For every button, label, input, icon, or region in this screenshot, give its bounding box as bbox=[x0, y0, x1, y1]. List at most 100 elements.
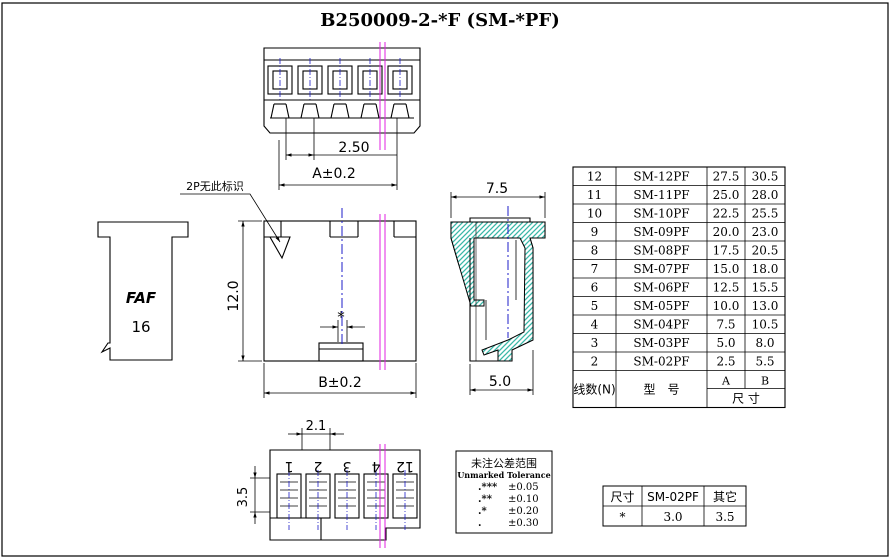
model-table-cell: 8 bbox=[591, 244, 599, 258]
model-table-cell: 5.5 bbox=[755, 355, 774, 369]
left-side-view bbox=[97, 221, 189, 361]
model-table-cell: 20.0 bbox=[713, 225, 740, 239]
model-table-cell: SM-06PF bbox=[633, 281, 689, 295]
small-table-header: SM-02PF bbox=[647, 490, 699, 504]
pin-label: 12 bbox=[396, 458, 414, 474]
pin-label: 2 bbox=[314, 458, 323, 474]
header-lines: 线数(N) bbox=[573, 382, 615, 397]
small-table-header: 其它 bbox=[713, 489, 737, 504]
brand-logo: FAF bbox=[126, 289, 157, 307]
model-table-cell: 3 bbox=[591, 336, 599, 350]
tolerance-value: ±0.05 bbox=[508, 482, 539, 493]
a-dimension-label: A±0.2 bbox=[312, 166, 356, 182]
tolerance-value: ±0.20 bbox=[508, 506, 539, 517]
model-table-cell: SM-11PF bbox=[633, 188, 689, 202]
model-table-cell: 22.5 bbox=[713, 207, 740, 221]
model-table-cell: 11 bbox=[587, 188, 602, 202]
pin-label: 1 bbox=[285, 458, 294, 474]
model-table-cell: 7.5 bbox=[716, 318, 735, 332]
model-table-cell: 30.5 bbox=[752, 170, 779, 184]
pin-label: 3 bbox=[343, 458, 352, 474]
star-label: * bbox=[337, 308, 345, 326]
tolerance-box: 未注公差范围 Unmarked Tolerance .*** ±0.05 .** ±0… bbox=[455, 450, 553, 534]
tolerance-mark: . bbox=[478, 518, 481, 529]
pitch-label: 2.50 bbox=[338, 140, 369, 156]
tolerance-mark: .** bbox=[478, 494, 493, 505]
model-table-cell: 4 bbox=[591, 318, 599, 332]
b-dimension bbox=[263, 363, 417, 398]
depth-label: 7.5 bbox=[486, 181, 508, 197]
model-table-cell: SM-10PF bbox=[633, 207, 689, 221]
tolerance-subtitle: Unmarked Tolerance bbox=[457, 470, 550, 480]
model-table-cell: 23.0 bbox=[752, 225, 779, 239]
tolerance-mark: .* bbox=[478, 506, 487, 517]
model-table-cell: 13.0 bbox=[752, 299, 779, 313]
model-table-cell: 7 bbox=[591, 262, 599, 276]
model-table-cell: 10.5 bbox=[752, 318, 779, 332]
callout-text: 2P无此标识 bbox=[186, 179, 244, 193]
small-table-header: 尺寸 bbox=[610, 490, 634, 504]
tolerance-title: 未注公差范围 bbox=[471, 456, 537, 470]
small-table-value: 3.0 bbox=[663, 510, 682, 524]
model-table-cell: SM-05PF bbox=[633, 299, 689, 313]
star-dimension bbox=[320, 320, 365, 342]
model-table-cell: 10.0 bbox=[713, 299, 740, 313]
tolerance-value: ±0.10 bbox=[508, 494, 539, 505]
model-table-cell: 18.0 bbox=[752, 262, 779, 276]
tolerance-value: ±0.30 bbox=[508, 518, 539, 529]
bottom-pitch-dimension bbox=[250, 428, 344, 524]
height-dimension bbox=[238, 220, 262, 362]
header-size: 尺 寸 bbox=[732, 392, 760, 406]
model-table-cell: 28.0 bbox=[752, 188, 779, 202]
small-table-value: * bbox=[620, 510, 626, 524]
model-table-cell: SM-08PF bbox=[633, 244, 689, 258]
model-table-cell: SM-02PF bbox=[633, 355, 689, 369]
header-model: 型 号 bbox=[643, 383, 679, 397]
model-table-cell: 25.5 bbox=[752, 207, 779, 221]
model-table-cell: 9 bbox=[591, 225, 599, 239]
header-b: B bbox=[761, 375, 769, 388]
model-table-cell: SM-09PF bbox=[633, 225, 689, 239]
model-table-cell: 15.5 bbox=[752, 281, 779, 295]
model-table-cell: SM-03PF bbox=[633, 336, 689, 350]
model-table-cell: 2 bbox=[591, 355, 599, 369]
drawing-title: B250009-2-*F (SM-*PF) bbox=[320, 10, 559, 31]
model-table-cell: 12 bbox=[587, 170, 602, 184]
depth-dimension bbox=[450, 192, 546, 395]
model-table-cell: SM-04PF bbox=[633, 318, 689, 332]
pitch-dimension bbox=[278, 118, 398, 190]
model-table-cell: 6 bbox=[591, 281, 599, 295]
model-table-cell: 17.5 bbox=[713, 244, 740, 258]
model-table-cell: 10 bbox=[587, 207, 602, 221]
model-table-cell: 15.0 bbox=[713, 262, 740, 276]
model-table-cell: 25.0 bbox=[713, 188, 740, 202]
height-label: 12.0 bbox=[226, 280, 242, 311]
header-a: A bbox=[721, 375, 731, 388]
model-table-cell: SM-07PF bbox=[633, 262, 689, 276]
front-view bbox=[263, 220, 417, 362]
size-code: 16 bbox=[131, 318, 150, 336]
model-table-cell: 20.5 bbox=[752, 244, 779, 258]
side-bottom-label: 5.0 bbox=[489, 374, 511, 390]
model-table-cell: 12.5 bbox=[713, 281, 740, 295]
model-table-cell: 8.0 bbox=[755, 336, 774, 350]
b-dimension-label: B±0.2 bbox=[318, 375, 362, 391]
model-table-cell: 2.5 bbox=[716, 355, 735, 369]
bottom-pitch-label: 2.1 bbox=[306, 419, 327, 434]
model-table-cell: SM-12PF bbox=[633, 170, 689, 184]
model-table-cell: 5 bbox=[591, 299, 599, 313]
top-view bbox=[263, 47, 421, 134]
small-table-value: 3.5 bbox=[715, 510, 734, 524]
tolerance-mark: .*** bbox=[478, 482, 498, 493]
model-table-cell: 27.5 bbox=[713, 170, 740, 184]
callout-leader bbox=[180, 193, 281, 243]
model-table-cell: 5.0 bbox=[716, 336, 735, 350]
small-table: 尺寸 SM-02PF 其它 * 3.0 3.5 bbox=[602, 485, 747, 527]
bottom-view bbox=[269, 449, 421, 541]
bottom-height-label: 3.5 bbox=[236, 487, 251, 508]
pin-label: 4 bbox=[371, 458, 380, 474]
section-view bbox=[450, 217, 546, 362]
